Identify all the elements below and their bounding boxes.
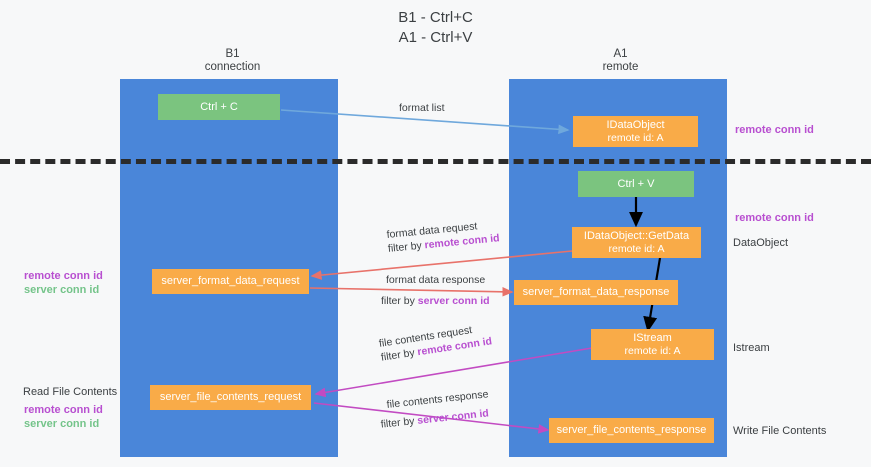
edge-key-server-conn-id-1: server conn id (417, 295, 490, 307)
node-server-file-contents-request[interactable]: server_file_contents_request (150, 385, 311, 410)
edge-label-file-contents-request-line2: filter by (380, 346, 419, 364)
node-idataobject-subtitle: remote id: A (607, 131, 664, 144)
node-ctrl-c-label: Ctrl + C (200, 100, 238, 113)
node-server-format-data-request[interactable]: server_format_data_request (152, 269, 309, 294)
node-server-format-data-response-label: server_format_data_response (522, 286, 670, 298)
legend-left-mid-server: server conn id (24, 284, 100, 296)
node-server-file-contents-response[interactable]: server_file_contents_response (549, 418, 714, 443)
side-note-istream: Istream (733, 342, 770, 354)
node-ctrl-c[interactable]: Ctrl + C (158, 94, 280, 120)
section-divider (0, 159, 871, 164)
node-getdata-subtitle: remote id: A (608, 242, 665, 255)
edge-label-file-contents-response: file contents response filter by server … (380, 387, 491, 430)
side-note-remote-conn-id-mid: remote conn id (735, 211, 814, 225)
node-server-file-contents-response-label: server_file_contents_response (556, 424, 707, 436)
legend-left-mid-remote: remote conn id (24, 270, 103, 282)
side-note-dataobject: DataObject (733, 237, 789, 249)
edge-label-format-data-request-line2: filter by (387, 239, 426, 255)
edge-label-file-contents-request: file contents request filter by remote c… (378, 320, 493, 364)
column-header-b1: B1 connection (204, 48, 261, 73)
side-note-write-file-contents: Write File Contents (733, 425, 827, 437)
column-header-a1: A1 remote (602, 48, 639, 73)
node-istream-subtitle: remote id: A (624, 344, 681, 357)
node-ctrl-v-label: Ctrl + V (617, 177, 655, 190)
node-istream-title: IStream (633, 331, 672, 344)
legend-left-bottom: remote conn id server conn id (24, 403, 103, 431)
node-idataobject-title: IDataObject (606, 118, 665, 131)
side-note-read-file-contents: Read File Contents (23, 386, 118, 398)
legend-left-bottom-server: server conn id (24, 418, 100, 430)
legend-left-bottom-remote: remote conn id (24, 404, 103, 416)
edge-label-format-data-request: format data request filter by remote con… (386, 217, 500, 256)
node-server-file-contents-request-label: server_file_contents_request (159, 391, 302, 403)
edge-label-format-data-response-line2: filter by (381, 295, 418, 307)
edge-label-format-data-response: format data response filter by server co… (381, 273, 490, 308)
node-istream[interactable]: IStream remote id: A (591, 329, 714, 360)
edge-label-format-list: format list (399, 101, 445, 115)
node-idataobject-getdata[interactable]: IDataObject::GetData remote id: A (572, 227, 701, 258)
side-note-remote-conn-id-top: remote conn id (735, 123, 814, 137)
legend-left-mid: remote conn id server conn id (24, 269, 103, 297)
node-idataobject[interactable]: IDataObject remote id: A (573, 116, 698, 147)
edge-label-file-contents-response-line2: filter by (380, 414, 418, 431)
edge-key-server-conn-id-2: server conn id (416, 407, 490, 427)
node-server-format-data-request-label: server_format_data_request (161, 275, 300, 287)
edge-label-format-data-response-line1: format data response (386, 274, 486, 286)
side-note-remote-conn-id-top-text: remote conn id (735, 124, 814, 136)
node-getdata-title: IDataObject::GetData (583, 229, 690, 242)
node-ctrl-v[interactable]: Ctrl + V (578, 171, 694, 197)
diagram-title: B1 - Ctrl+C A1 - Ctrl+V (398, 9, 473, 46)
side-note-remote-conn-id-mid-text: remote conn id (735, 212, 814, 224)
edge-label-format-list-line1: format list (399, 102, 445, 114)
